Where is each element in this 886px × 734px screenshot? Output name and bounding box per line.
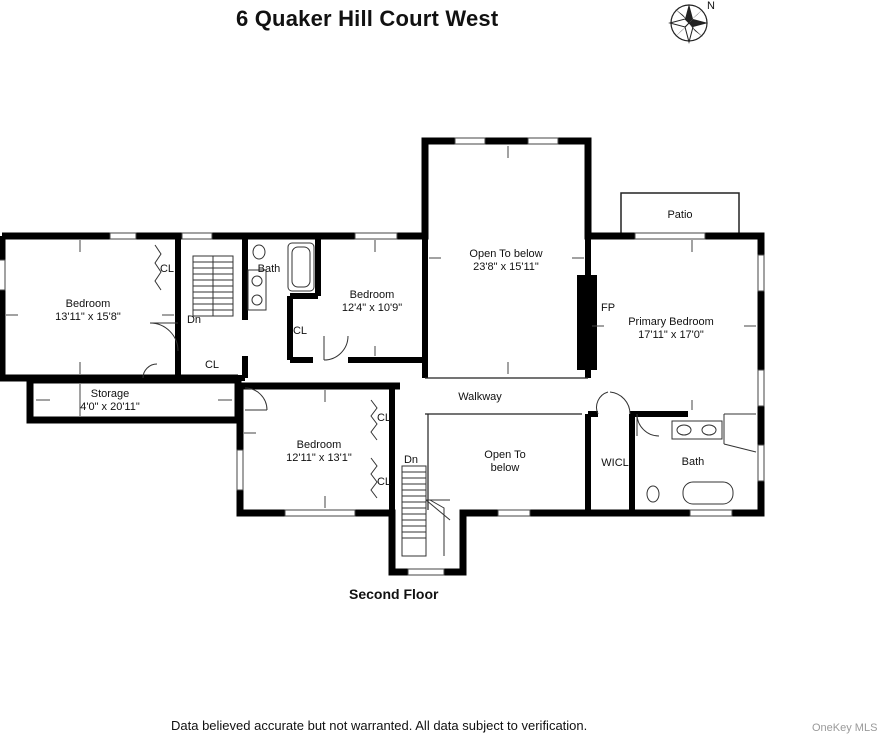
wicl-name: WICL xyxy=(601,457,629,469)
bedroom-left-name: Bedroom xyxy=(66,298,111,310)
primary-bedroom-dims: 17'11" x 17'0" xyxy=(638,329,704,341)
fireplace-label: FP xyxy=(601,302,615,314)
open-to-below-top-name: Open To below xyxy=(469,248,542,260)
watermark-logo: OneKey MLS xyxy=(812,722,878,734)
fireplace-block xyxy=(577,275,597,370)
bath-primary-fixtures xyxy=(646,413,757,505)
bedroom-lower-dims: 12'11" x 13'1" xyxy=(286,452,352,464)
windows xyxy=(0,137,765,576)
bath-primary-name: Bath xyxy=(682,456,705,468)
open-to-below-lower-line1: Open To xyxy=(484,449,525,461)
interior-walls xyxy=(175,236,688,513)
walkway-railing xyxy=(425,377,588,510)
closet-label: CL xyxy=(160,263,174,275)
bedroom-middle-name: Bedroom xyxy=(350,289,395,301)
bath-upper-fixtures xyxy=(247,242,315,311)
stairs-lower xyxy=(401,465,451,557)
bedroom-middle-dims: 12'4" x 10'9" xyxy=(342,302,402,314)
stairs-upper xyxy=(192,255,234,317)
closet-label: CL xyxy=(377,476,391,488)
closet-doors xyxy=(154,244,378,499)
primary-bedroom-name: Primary Bedroom xyxy=(628,316,714,328)
floor-label: Second Floor xyxy=(349,586,439,602)
compass-rose-icon xyxy=(668,4,708,44)
bedroom-left-dims: 13'11" x 15'8" xyxy=(55,311,121,323)
door-swings xyxy=(142,322,660,437)
disclaimer-text: Data believed accurate but not warranted… xyxy=(171,718,588,733)
closet-label: CL xyxy=(205,359,219,371)
stairs-down-label: Dn xyxy=(404,454,418,466)
closet-label: CL xyxy=(377,412,391,424)
exterior-walls xyxy=(0,137,765,576)
bedroom-lower-name: Bedroom xyxy=(297,439,342,451)
walkway-name: Walkway xyxy=(458,391,502,403)
bath-upper-name: Bath xyxy=(258,263,281,275)
plan-title: 6 Quaker Hill Court West xyxy=(236,6,499,31)
storage-name: Storage xyxy=(91,388,130,400)
open-to-below-top-dims: 23'8" x 15'11" xyxy=(473,261,539,273)
compass-north-label: N xyxy=(707,0,715,12)
storage-dims: 4'0" x 20'11" xyxy=(80,401,140,413)
open-to-below-lower-line2: below xyxy=(491,462,520,474)
stairs-down-label: Dn xyxy=(187,314,201,326)
closet-label: CL xyxy=(293,325,307,337)
patio-name: Patio xyxy=(667,209,692,221)
dimension-ticks xyxy=(6,146,756,508)
